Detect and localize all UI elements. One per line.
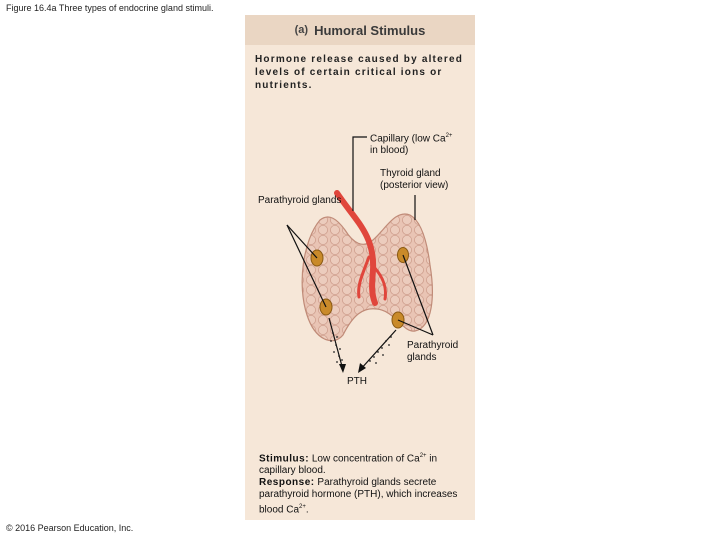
pth-label: PTH <box>347 376 367 387</box>
parathyroid-right-leader-line <box>402 254 434 336</box>
thyroid-label: Thyroid gland (posterior view) <box>380 168 449 191</box>
parathyroid-right-leader-line <box>397 319 434 336</box>
pth-secretion-arrows <box>328 317 397 373</box>
stimulus-key: Stimulus: <box>259 453 310 465</box>
panel-title: Humoral Stimulus <box>314 22 426 38</box>
thyroid-gland <box>301 213 433 342</box>
panel-header: (a) Humoral Stimulus <box>245 15 475 45</box>
copyright: © 2016 Pearson Education, Inc. <box>6 523 134 533</box>
parathyroid-left-leader-line <box>286 224 318 259</box>
thyroid-illustration <box>286 136 434 373</box>
capillary-branch <box>357 255 387 301</box>
capillary-leader-line <box>352 136 367 211</box>
parathyroid-right-label: Parathyroid glands <box>407 340 459 363</box>
parathyroid-left-label: Parathyroid glands <box>258 195 342 206</box>
panel-description: Hormone release caused by altered levels… <box>255 54 464 91</box>
response-key: Response: <box>259 477 315 489</box>
parathyroid-left-leader-line <box>286 224 327 308</box>
panel-letter: (a) <box>294 24 309 36</box>
humoral-stimulus-panel: (a) Humoral Stimulus Hormone release cau… <box>245 15 475 520</box>
figure-title: Figure 16.4a Three types of endocrine gl… <box>6 3 214 13</box>
caption: Stimulus: Low concentration of Ca2+ in c… <box>259 453 458 516</box>
capillary-label: Capillary (low Ca2+ in blood) <box>370 133 453 157</box>
capillary-vessel <box>334 190 378 306</box>
